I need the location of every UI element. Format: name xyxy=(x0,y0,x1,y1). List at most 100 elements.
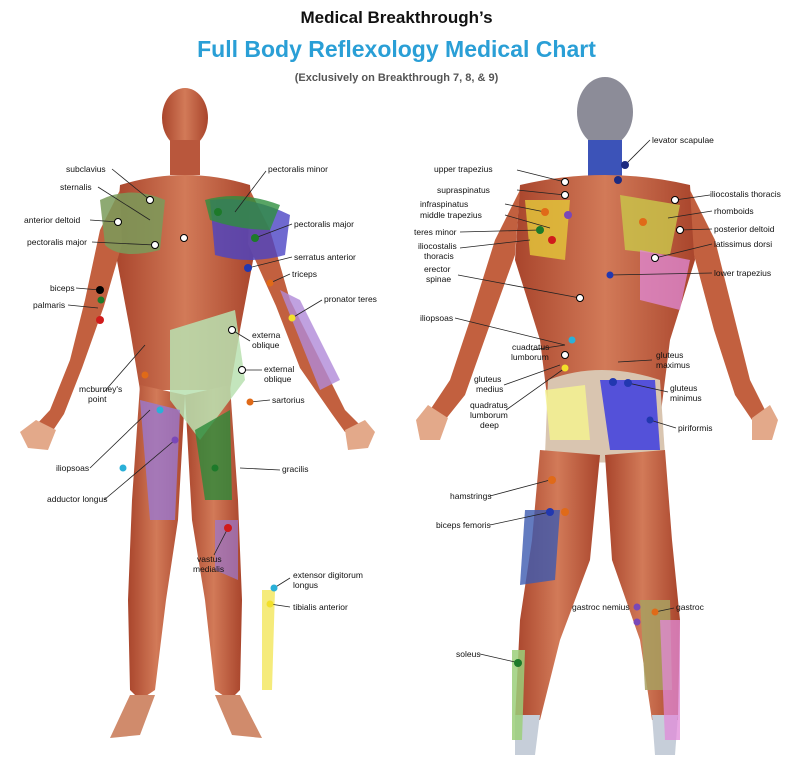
label-extensor-digitorum: extensor digitorum xyxy=(293,570,363,580)
label-gluteus-minimus-2: minimus xyxy=(670,393,702,403)
front-left-foot xyxy=(110,695,155,738)
dot-sternalis xyxy=(180,234,188,242)
back-overlay-soleus xyxy=(512,650,525,740)
label-quadratus-1: cuadratus xyxy=(512,342,549,352)
dot-latissimus xyxy=(651,254,659,262)
back-figure xyxy=(416,77,778,755)
front-overlay-shin xyxy=(262,590,275,690)
dot-infraspinatus xyxy=(541,208,549,216)
label-triceps: triceps xyxy=(292,269,317,279)
label-vastus: vastus xyxy=(197,554,222,564)
front-overlay-abdomen xyxy=(170,310,245,440)
label-quadratus-deep-2: lumborum xyxy=(470,410,508,420)
back-left-arm xyxy=(430,190,520,420)
chart-note: (Exclusively on Breakthrough 7, 8, & 9) xyxy=(294,72,499,84)
dot-pectoralis-major-l xyxy=(151,241,159,249)
front-overlay-pec-minor xyxy=(205,196,280,230)
dot-serratus xyxy=(244,264,252,272)
label-anterior-deltoid: anterior deltoid xyxy=(24,215,81,225)
label-quadratus-deep-1: quadratus xyxy=(470,400,508,410)
dot-vastus xyxy=(224,524,232,532)
dot-quadratus xyxy=(561,351,569,359)
dot-triceps xyxy=(266,279,274,287)
label-hamstrings: hamstrings xyxy=(450,491,492,501)
label-gracilis: gracilis xyxy=(282,464,308,474)
dot-gluteus-medius xyxy=(561,364,569,372)
dot-levator-2 xyxy=(614,176,622,184)
label-gluteus-minimus-1: gluteus xyxy=(670,383,697,393)
dot-piriformis xyxy=(646,416,654,424)
dot-sartorius xyxy=(246,398,254,406)
dot-iliocostalis xyxy=(548,236,556,244)
label-mcburneys-point-2: point xyxy=(88,394,107,404)
back-right-hand xyxy=(752,405,778,440)
front-neck xyxy=(170,140,200,175)
dot-pec-minor xyxy=(214,208,222,216)
front-head xyxy=(162,88,208,148)
front-right-hand xyxy=(345,420,375,450)
dot-gastrocnemius-2 xyxy=(633,618,641,626)
label-subclavius: subclavius xyxy=(66,164,106,174)
back-overlay-hamstring xyxy=(520,510,560,585)
label-posterior-deltoid: posterior deltoid xyxy=(714,224,775,234)
front-overlay-thigh-left xyxy=(140,400,180,520)
label-medialis: medialis xyxy=(193,564,224,574)
front-labels: subclavius sternalis anterior deltoid pe… xyxy=(24,164,377,612)
dot-gluteus-minimus xyxy=(624,379,632,387)
label-infraspinatus: infraspinatus xyxy=(420,199,468,209)
back-overlay-infraspinatus xyxy=(525,200,570,260)
label-pectoralis-major-right: pectoralis major xyxy=(294,219,354,229)
front-right-foot xyxy=(215,695,262,738)
label-external-2: oblique xyxy=(264,374,292,384)
label-latissimus-dorsi: latissimus dorsi xyxy=(714,239,772,249)
dot-middle-trapezius xyxy=(564,211,572,219)
label-adductor-longus: adductor longus xyxy=(47,494,108,504)
dot-external-oblique xyxy=(238,366,246,374)
back-overlay-latissimus xyxy=(640,250,690,310)
label-external-1: external xyxy=(264,364,294,374)
front-left-arm xyxy=(36,190,122,432)
label-biceps-femoris: biceps femoris xyxy=(436,520,491,530)
back-left-leg xyxy=(515,450,600,720)
dot-supraspinatus xyxy=(561,191,569,199)
label-teres-minor: teres minor xyxy=(414,227,457,237)
label-middle-trapezius: middle trapezius xyxy=(420,210,482,220)
dot-lower-trapezius xyxy=(606,271,614,279)
dot-upper-trapezius xyxy=(561,178,569,186)
front-figure xyxy=(20,88,375,738)
dot-erector xyxy=(576,294,584,302)
dot-mcburney xyxy=(141,371,149,379)
label-sartorius: sartorius xyxy=(272,395,305,405)
back-overlay-rhomboids xyxy=(620,195,680,255)
dot-teres-minor xyxy=(536,226,544,234)
back-right-arm xyxy=(690,190,765,420)
dot-posterior-deltoid xyxy=(676,226,684,234)
dot-biceps xyxy=(96,286,104,294)
label-tibialis-anterior: tibialis anterior xyxy=(293,602,348,612)
label-levator-scapulae: levator scapulae xyxy=(652,135,714,145)
front-left-hand xyxy=(20,420,56,450)
label-quadratus-2: lumborum xyxy=(511,352,549,362)
back-overlay-gluteus xyxy=(600,380,660,450)
label-pronator-teres: pronator teres xyxy=(324,294,377,304)
label-sternalis: sternalis xyxy=(60,182,92,192)
dot-pronator xyxy=(288,314,296,322)
dot-gastroc xyxy=(651,608,659,616)
back-head xyxy=(577,77,633,147)
dot-iliocostalis-r xyxy=(671,196,679,204)
label-serratus-anterior: serratus anterior xyxy=(294,252,356,262)
dot-biceps-femoris xyxy=(546,508,554,516)
label-pectoralis-minor: pectoralis minor xyxy=(268,164,328,174)
label-externa-2: oblique xyxy=(252,340,280,350)
label-externa-1: externa xyxy=(252,330,281,340)
label-gluteus-medius-2: medius xyxy=(476,384,503,394)
label-supraspinatus: supraspinatus xyxy=(437,185,490,195)
back-leader-lines xyxy=(454,139,713,663)
dot-gracilis xyxy=(211,464,219,472)
label-gluteus-medius-1: gluteus xyxy=(474,374,501,384)
dot-adductor xyxy=(171,436,179,444)
trigger-points xyxy=(96,161,684,667)
dot-pec-major-r xyxy=(251,234,259,242)
label-gluteus-maximus-2: maximus xyxy=(656,360,690,370)
